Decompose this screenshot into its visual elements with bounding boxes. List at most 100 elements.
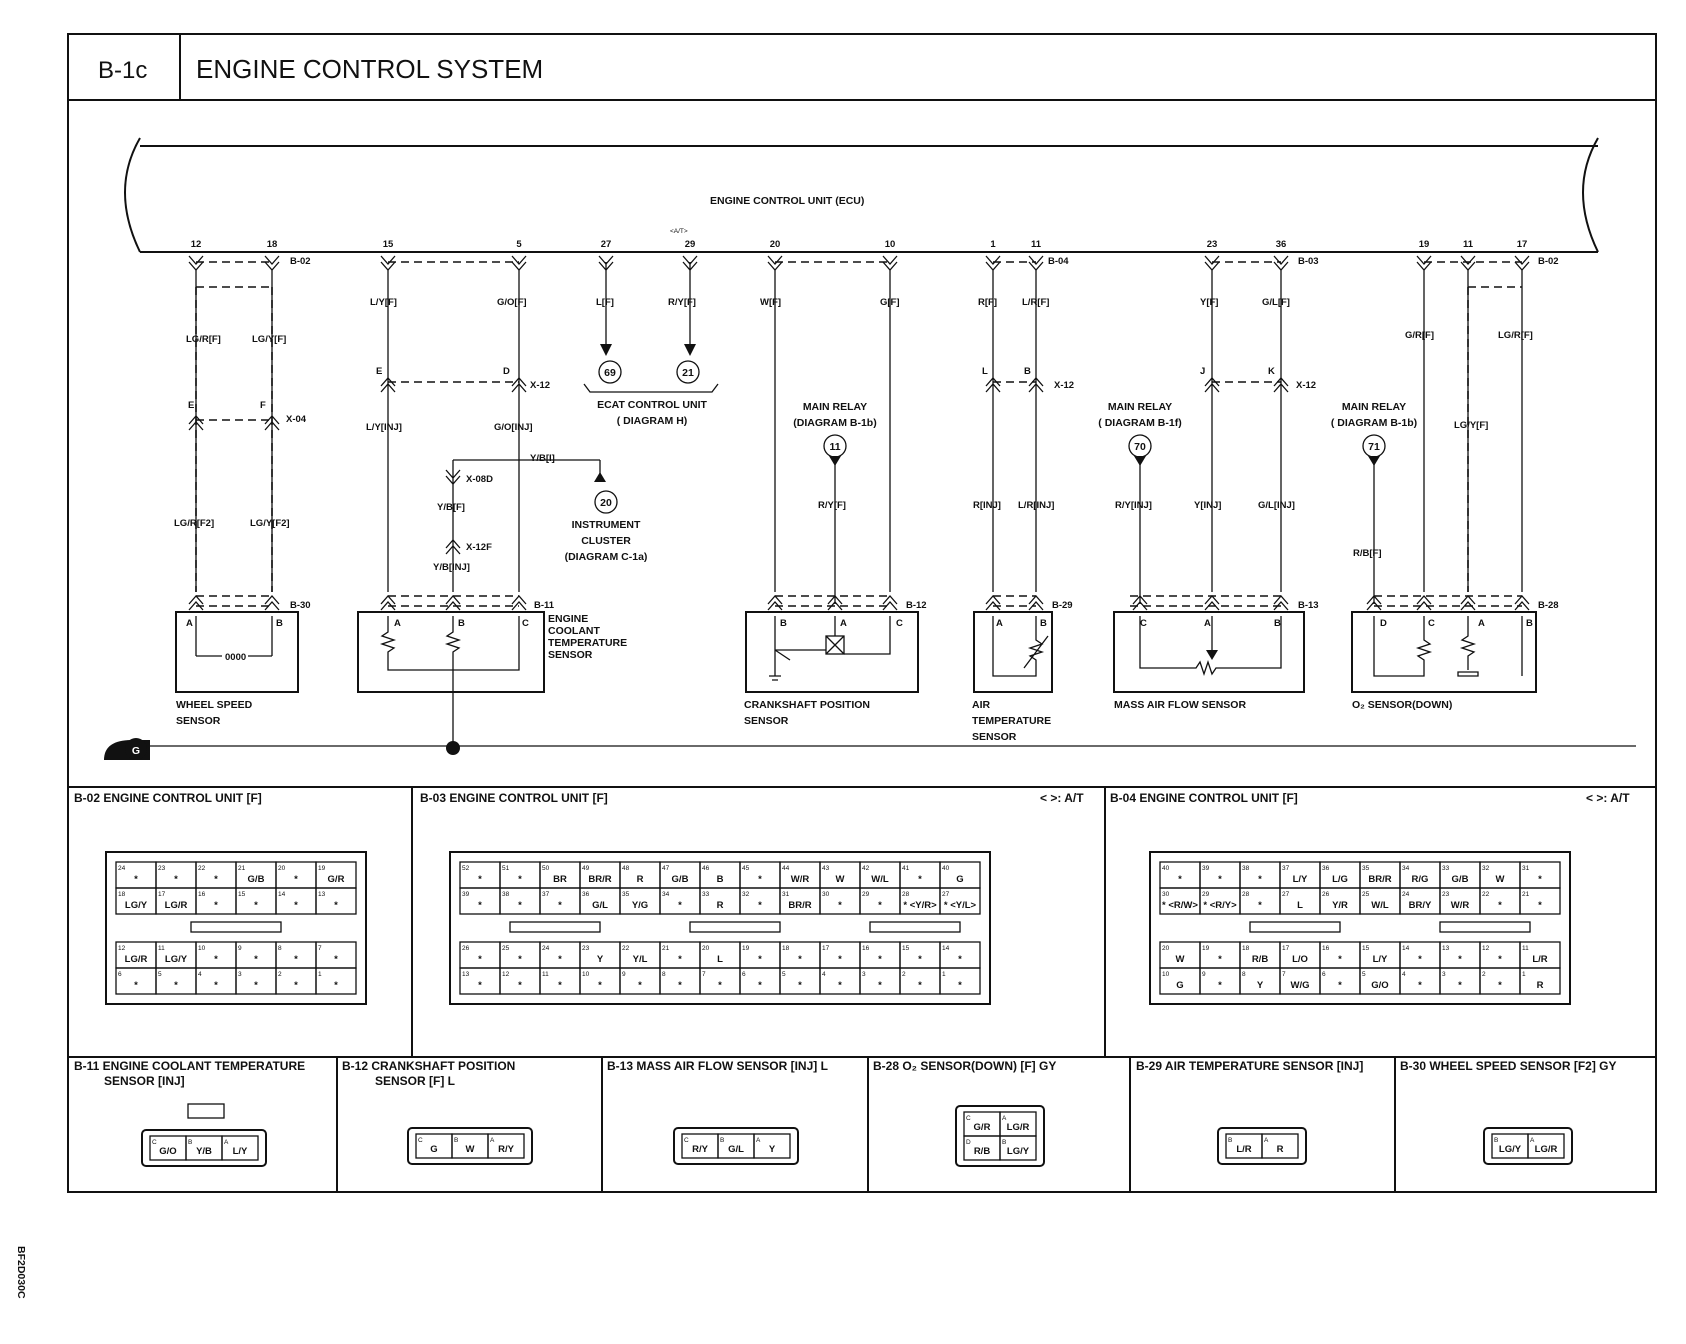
pin-number: 29 bbox=[862, 891, 870, 898]
wire-label: LG/R[F] bbox=[1498, 330, 1533, 341]
pin-letter: A bbox=[186, 618, 193, 629]
pin-letter: B bbox=[720, 1137, 724, 1144]
ecu-label: ENGINE CONTROL UNIT (ECU) bbox=[710, 195, 864, 207]
connector-mark bbox=[1273, 255, 1289, 271]
pin-value: L bbox=[1297, 900, 1303, 911]
pin-number: 12 bbox=[1482, 945, 1490, 952]
pin-number: 6 bbox=[742, 971, 746, 978]
pin-number: 24 bbox=[1402, 891, 1410, 898]
ecu-pin-number: 17 bbox=[1517, 239, 1528, 250]
pin-number: 23 bbox=[582, 945, 590, 952]
pin-cell bbox=[1519, 887, 1561, 915]
pin-letter: B bbox=[1228, 1137, 1232, 1144]
pin-letter: B bbox=[188, 1139, 192, 1146]
connector-mark bbox=[264, 255, 280, 271]
pin-number: 18 bbox=[118, 891, 126, 898]
pin-letter: A bbox=[224, 1139, 229, 1146]
pin-number: 37 bbox=[1282, 865, 1290, 872]
pin-number: 4 bbox=[198, 971, 202, 978]
connector-mark bbox=[511, 377, 527, 393]
pin-value: * bbox=[638, 980, 642, 991]
pin-number: 23 bbox=[158, 865, 166, 872]
pin-value: W bbox=[1176, 954, 1185, 965]
connector-mark bbox=[445, 595, 461, 611]
connector-mark bbox=[1460, 595, 1476, 611]
pin-value: BR/R bbox=[588, 874, 611, 885]
pin-number: 21 bbox=[662, 945, 670, 952]
pin-number: 42 bbox=[862, 865, 870, 872]
pin-value: * bbox=[214, 900, 218, 911]
component-label: SENSOR bbox=[548, 649, 593, 661]
side-code: BF2D030C bbox=[15, 1246, 27, 1299]
wire-label: L/R[INJ] bbox=[1018, 500, 1054, 511]
pin-number: 35 bbox=[1362, 865, 1370, 872]
pin-letter: L bbox=[982, 366, 988, 377]
wire-label: Y[INJ] bbox=[1194, 500, 1221, 511]
pin-cell bbox=[315, 967, 357, 995]
connector-mark bbox=[1204, 595, 1220, 611]
pin-letter: C bbox=[152, 1139, 157, 1146]
pin-value: R/B bbox=[974, 1146, 991, 1157]
pin-value: * bbox=[758, 900, 762, 911]
pin-value: * bbox=[1498, 900, 1502, 911]
connector-mark bbox=[882, 255, 898, 271]
pin-number: 39 bbox=[462, 891, 470, 898]
b30-connector-face bbox=[1483, 1127, 1573, 1165]
pin-value: * bbox=[294, 900, 298, 911]
pin-number: 1 bbox=[318, 971, 322, 978]
relay-label: MAIN RELAY bbox=[1342, 401, 1406, 413]
pin-value: * bbox=[838, 980, 842, 991]
wire-label: W[F] bbox=[760, 297, 781, 308]
pin-number: 9 bbox=[238, 945, 242, 952]
pin-number: 2 bbox=[1482, 971, 1486, 978]
pin-number: 17 bbox=[158, 891, 166, 898]
component-label: AIR bbox=[972, 699, 991, 711]
pin-number: 14 bbox=[278, 891, 286, 898]
pin-value: Y bbox=[597, 954, 604, 965]
pin-number: 34 bbox=[662, 891, 670, 898]
pin-value: * bbox=[518, 954, 522, 965]
at-mark: <A/T> bbox=[670, 228, 688, 235]
pin-value: LG/Y bbox=[125, 900, 148, 911]
pin-value: * bbox=[294, 874, 298, 885]
pin-value: G/O bbox=[1371, 980, 1388, 991]
pin-cell bbox=[1519, 967, 1561, 995]
pin-number: 28 bbox=[902, 891, 910, 898]
pin-number: 11 bbox=[542, 971, 549, 978]
pin-number: 44 bbox=[782, 865, 790, 872]
pin-number: 13 bbox=[318, 891, 326, 898]
pin-cell bbox=[999, 1135, 1037, 1161]
pin-value: LG/R bbox=[165, 900, 188, 911]
crankshaft-position-sensor bbox=[745, 611, 919, 693]
connector-mark bbox=[767, 255, 783, 271]
connector-mark bbox=[1028, 255, 1044, 271]
connector-mark bbox=[985, 377, 1001, 393]
pin-value: G bbox=[430, 1144, 437, 1155]
pin-number: 51 bbox=[502, 865, 510, 872]
b28-connector-face bbox=[955, 1105, 1045, 1167]
connector-mark bbox=[985, 255, 1001, 271]
pin-value: * bbox=[214, 954, 218, 965]
pin-value: * bbox=[758, 954, 762, 965]
pin-number: 16 bbox=[862, 945, 870, 952]
connector-mark bbox=[882, 595, 898, 611]
pin-value: B bbox=[717, 874, 724, 885]
cluster-ref-number: 20 bbox=[600, 497, 612, 509]
connector-mark bbox=[1028, 595, 1044, 611]
pin-value: G bbox=[1176, 980, 1183, 991]
pin-number: 4 bbox=[1402, 971, 1406, 978]
pin-number: 26 bbox=[1322, 891, 1330, 898]
pin-number: 29 bbox=[1202, 891, 1210, 898]
pin-value: LG/Y bbox=[1007, 1146, 1030, 1157]
wire-label: LG/R[F] bbox=[186, 334, 221, 345]
pin-number: 2 bbox=[278, 971, 282, 978]
pin-value: LG/R bbox=[125, 954, 148, 965]
connector-mark bbox=[380, 377, 396, 393]
pin-value: * bbox=[878, 954, 882, 965]
ecu-pin-number: 18 bbox=[267, 239, 278, 250]
pin-value: R bbox=[1277, 1144, 1284, 1155]
wire-label: Y/B[INJ] bbox=[433, 562, 470, 573]
pin-letter: B bbox=[1274, 618, 1281, 629]
pin-number: 24 bbox=[118, 865, 126, 872]
